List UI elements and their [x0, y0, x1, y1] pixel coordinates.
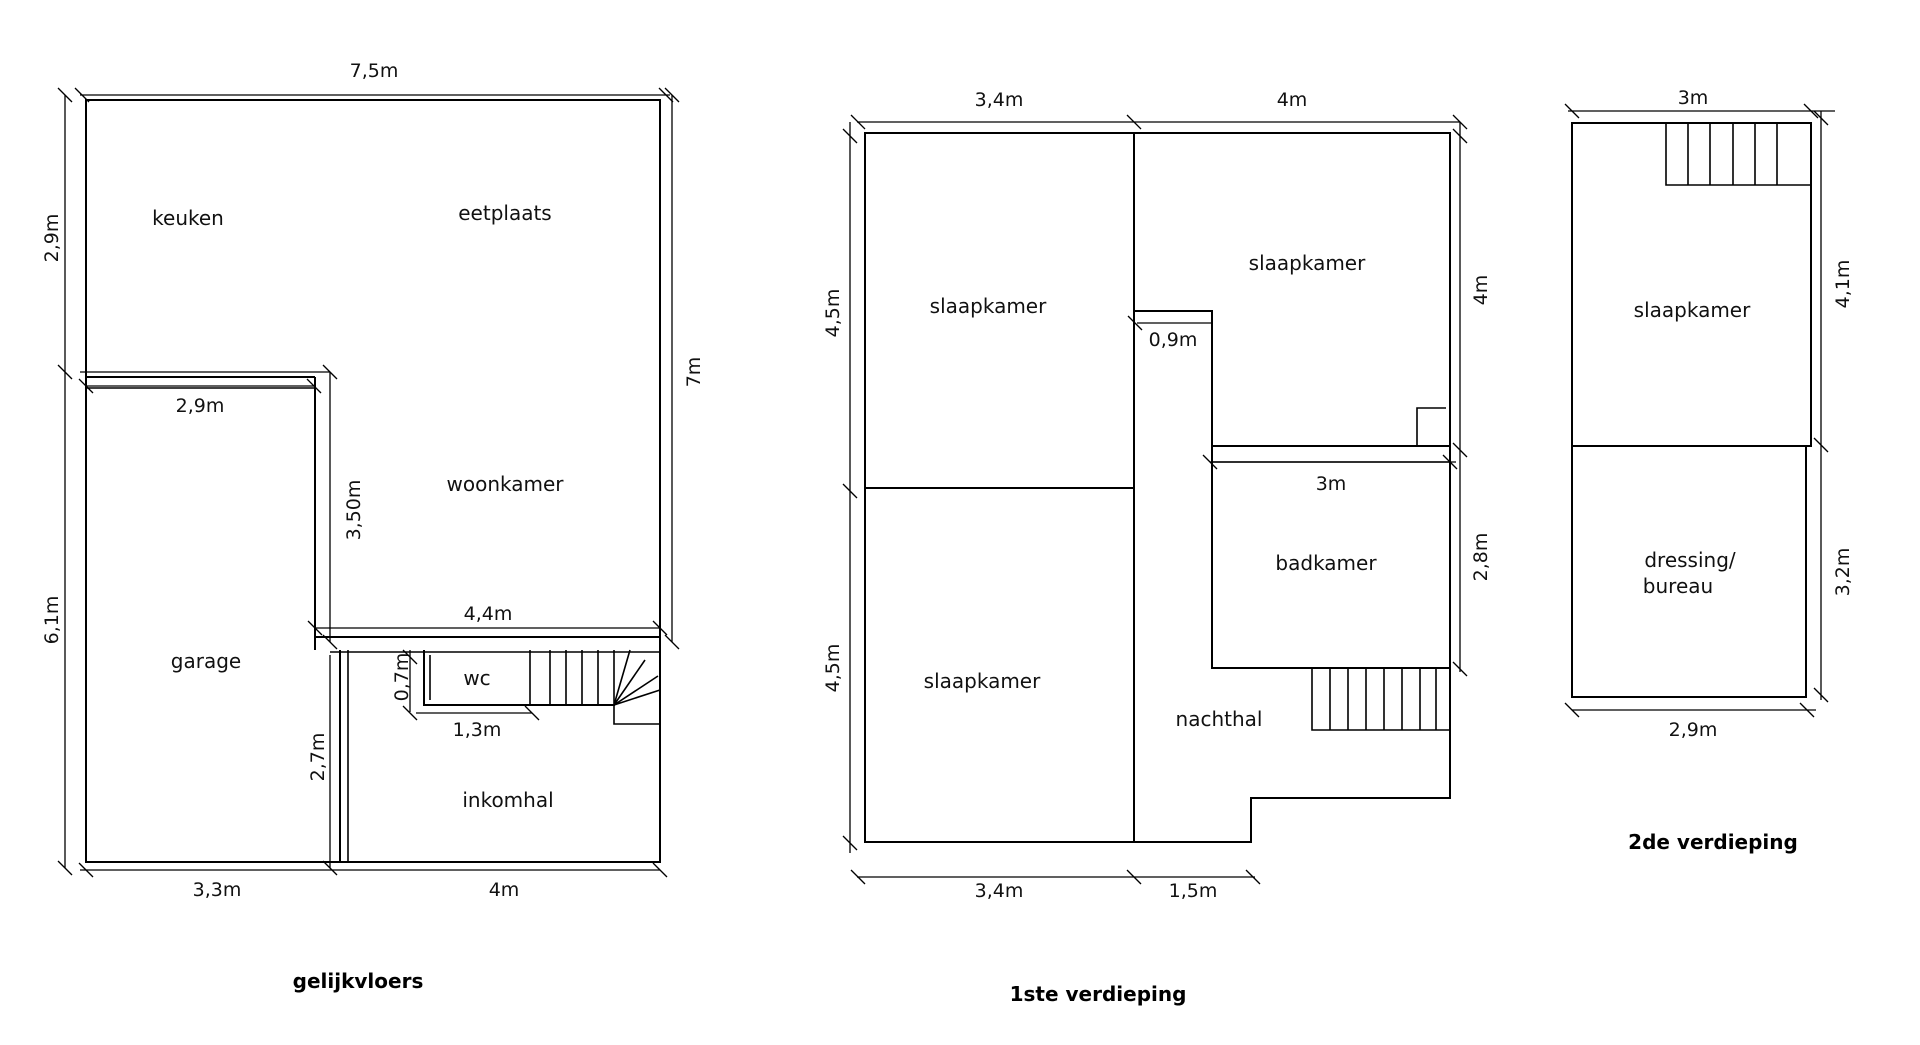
room-label-first-bed-top-left: slaapkamer: [930, 294, 1047, 318]
dim-first-top-right: 4m: [1277, 89, 1308, 111]
dim-first-bottom-right: 1,5m: [1169, 880, 1218, 902]
dim-second-bottom: 2,9m: [1669, 719, 1718, 741]
dim-woonkamer-depth: 3,50m: [343, 480, 365, 541]
dim-first-right-lower: 2,8m: [1470, 533, 1492, 582]
room-label-woonkamer: woonkamer: [446, 472, 564, 496]
dim-second-right-upper: 4,1m: [1832, 260, 1854, 309]
second-stairs: [1665, 123, 1811, 186]
second-walls: [1571, 122, 1812, 698]
floor-title-ground: gelijkvloers: [293, 969, 424, 993]
second-dimension-lines: [1564, 103, 1835, 718]
dim-second-right-lower: 3,2m: [1832, 548, 1854, 597]
first-dimension-lines: [842, 114, 1468, 885]
dim-second-top: 3m: [1678, 87, 1709, 109]
first-floor-plan: slaapkamer slaapkamer slaapkamer badkame…: [822, 89, 1492, 1006]
room-label-dressing-line1: dressing/: [1644, 548, 1736, 572]
dim-first-bottom-left: 3,4m: [975, 880, 1024, 902]
room-label-bathroom: badkamer: [1275, 551, 1377, 575]
dim-garage-width: 2,9m: [176, 395, 225, 417]
room-label-first-bed-bottom-left: slaapkamer: [924, 669, 1041, 693]
first-stairs: [1311, 668, 1450, 731]
dim-first-left-lower: 4,5m: [822, 644, 844, 693]
dim-wc-depth: 0,7m: [391, 653, 413, 702]
dim-bottom-left: 3,3m: [193, 879, 242, 901]
ground-dimension-lines: [57, 87, 680, 878]
dim-bottom-right: 4m: [489, 879, 520, 901]
dim-first-left-upper: 4,5m: [822, 289, 844, 338]
dim-right-height: 7m: [683, 357, 705, 388]
dim-hall-width: 4,4m: [464, 603, 513, 625]
room-label-second-bedroom: slaapkamer: [1634, 298, 1751, 322]
dim-first-niche: 0,9m: [1149, 329, 1198, 351]
dim-first-right-upper: 4m: [1470, 275, 1492, 306]
ground-floor-plan: keuken eetplaats woonkamer garage wc ink…: [41, 60, 705, 993]
room-label-wc: wc: [463, 666, 490, 690]
first-walls: [864, 132, 1451, 843]
ground-stairs: [529, 649, 661, 725]
room-label-night-hall: nachthal: [1176, 707, 1263, 731]
dim-left-upper: 2,9m: [41, 214, 63, 263]
dim-top-width: 7,5m: [350, 60, 399, 82]
dim-first-bath-width: 3m: [1316, 473, 1347, 495]
room-label-eetplaats: eetplaats: [458, 201, 551, 225]
room-label-keuken: keuken: [152, 206, 224, 230]
dim-inkom-depth: 2,7m: [307, 733, 329, 782]
room-label-first-bed-top-right: slaapkamer: [1249, 251, 1366, 275]
dim-left-lower: 6,1m: [41, 596, 63, 645]
ground-walls: [85, 99, 661, 863]
room-label-dressing-line2: bureau: [1643, 574, 1713, 598]
floor-title-first: 1ste verdieping: [1010, 982, 1187, 1006]
floor-title-second: 2de verdieping: [1628, 830, 1798, 854]
room-label-garage: garage: [171, 649, 241, 673]
second-floor-plan: slaapkamer dressing/ bureau 3m 4,1m 3,2m…: [1564, 87, 1854, 854]
dim-first-top-left: 3,4m: [975, 89, 1024, 111]
dim-wc-width: 1,3m: [453, 719, 502, 741]
room-label-inkomhal: inkomhal: [462, 788, 553, 812]
